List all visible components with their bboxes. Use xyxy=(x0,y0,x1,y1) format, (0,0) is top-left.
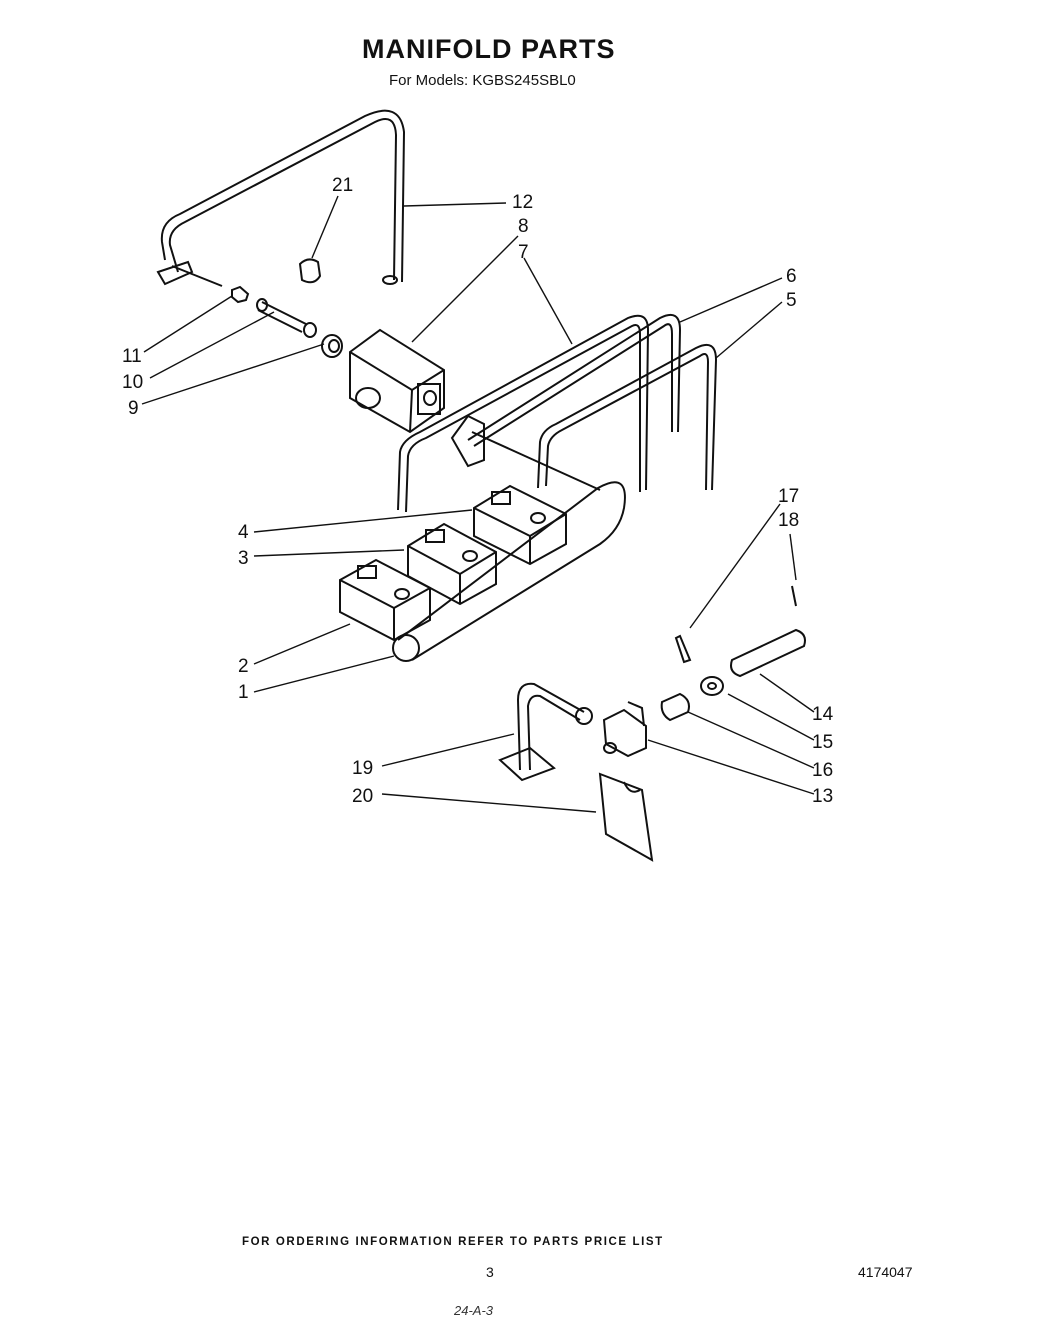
callout-6: 6 xyxy=(786,266,797,287)
callout-18: 18 xyxy=(778,510,799,531)
part-14-pin xyxy=(730,628,806,678)
part-6-orifice-tube xyxy=(467,314,682,447)
part-4-burner-valve xyxy=(473,484,567,566)
leader-lines xyxy=(141,195,815,813)
callout-10: 10 xyxy=(122,372,143,393)
ordering-info-note: FOR ORDERING INFORMATION REFER TO PARTS … xyxy=(242,1236,664,1248)
callout-15: 15 xyxy=(812,732,833,753)
callout-14: 14 xyxy=(812,704,834,725)
part-13-regulator xyxy=(602,701,647,758)
callout-2: 2 xyxy=(238,656,249,677)
part-15-washer xyxy=(700,676,724,696)
page-number: 3 xyxy=(486,1264,494,1280)
part-17-cotter-pin xyxy=(674,634,692,664)
callout-16: 16 xyxy=(812,760,833,781)
part-16-fitting xyxy=(660,692,690,722)
part-18-clip xyxy=(791,585,797,607)
part-20-label-card xyxy=(598,772,654,862)
part-bracket xyxy=(450,414,485,468)
part-10-connector xyxy=(256,298,317,338)
part-21-cap xyxy=(298,258,322,284)
callout-11: 11 xyxy=(122,346,142,367)
callout-21: 21 xyxy=(332,175,353,196)
part-2-burner-valve xyxy=(339,558,431,642)
callout-20: 20 xyxy=(352,786,373,807)
callout-9: 9 xyxy=(128,398,139,419)
callout-17: 17 xyxy=(778,486,799,507)
model-subtitle: For Models: KGBS245SBL0 xyxy=(389,72,576,89)
callout-5: 5 xyxy=(786,290,797,311)
part-1-manifold-pipe xyxy=(392,431,626,662)
callout-3: 3 xyxy=(238,548,249,569)
part-8-valve xyxy=(349,328,445,434)
callout-labels: 21 12 8 7 6 5 11 10 9 4 3 2 1 17 18 14 1… xyxy=(122,175,834,807)
callout-8: 8 xyxy=(518,216,529,237)
part-12-supply-tube xyxy=(156,109,406,287)
callout-13: 13 xyxy=(812,786,833,807)
part-11-nut xyxy=(231,285,250,304)
callout-1: 1 xyxy=(238,682,249,703)
callout-7: 7 xyxy=(518,242,529,263)
part-7-orifice-tube xyxy=(397,314,650,513)
handwritten-mark: 24-A-3 xyxy=(454,1303,494,1318)
callout-19: 19 xyxy=(352,758,373,779)
callout-12: 12 xyxy=(512,192,533,213)
document-number: 4174047 xyxy=(858,1264,913,1280)
part-9-fitting xyxy=(321,334,343,358)
page-title: MANIFOLD PARTS xyxy=(362,34,616,64)
callout-4: 4 xyxy=(238,522,249,543)
part-19-inlet-tube xyxy=(498,682,593,782)
part-5-orifice-tube xyxy=(537,344,718,491)
